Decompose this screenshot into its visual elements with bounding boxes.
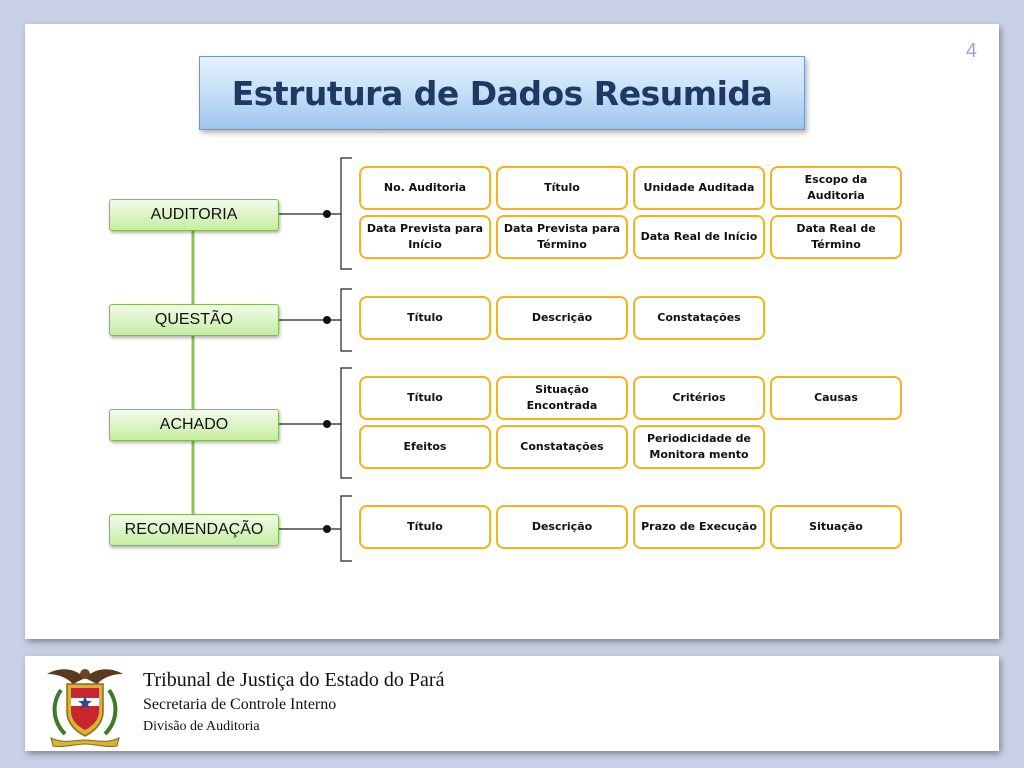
connector-dot (323, 525, 331, 533)
bracket (331, 157, 352, 270)
field-box: Descrição (496, 296, 628, 340)
connector-dot (323, 420, 331, 428)
field-box: Título (359, 505, 491, 549)
field-box: Constatações (633, 296, 765, 340)
field-box: Escopo da Auditoria (770, 166, 902, 210)
field-box: Periodicidade de Monitora mento (633, 425, 765, 469)
connector-dot (323, 316, 331, 324)
entity-auditoria: AUDITORIA (109, 199, 279, 231)
field-box: Situação Encontrada (496, 376, 628, 420)
page-number: 4 (965, 40, 977, 62)
connector-dot (323, 210, 331, 218)
title-box: Estrutura de Dados Resumida (199, 56, 805, 130)
field-box: Data Real de Início (633, 215, 765, 259)
field-box: Título (359, 296, 491, 340)
field-box: Unidade Auditada (633, 166, 765, 210)
field-box: Data Real de Término (770, 215, 902, 259)
coat-of-arms-icon (47, 669, 123, 748)
entity-achado: ACHADO (109, 409, 279, 441)
field-box: Título (359, 376, 491, 420)
field-box: Data Prevista para Início (359, 215, 491, 259)
footer: Tribunal de Justiça do Estado do Pará Se… (25, 656, 999, 751)
field-box: Prazo de Execução (633, 505, 765, 549)
footer-division: Divisão de Auditoria (143, 719, 260, 734)
field-box: Constatações (496, 425, 628, 469)
connector-lines (191, 157, 352, 562)
field-box: No. Auditoria (359, 166, 491, 210)
field-box: Descrição (496, 505, 628, 549)
field-box: Situação (770, 505, 902, 549)
slide: 4 Estrutura de Dados Resumida AUDITORIA … (25, 24, 999, 639)
field-box: Data Prevista para Término (496, 215, 628, 259)
field-box: Título (496, 166, 628, 210)
field-box: Efeitos (359, 425, 491, 469)
page-title: Estrutura de Dados Resumida (231, 73, 773, 113)
bracket (331, 495, 352, 562)
entity-questao: QUESTÃO (109, 304, 279, 336)
footer-institution: Tribunal de Justiça do Estado do Pará (143, 669, 445, 691)
footer-department: Secretaria de Controle Interno (143, 696, 337, 713)
bracket (331, 288, 352, 352)
field-box: Critérios (633, 376, 765, 420)
entity-recomendacao: RECOMENDAÇÃO (109, 514, 279, 546)
field-box: Causas (770, 376, 902, 420)
bracket (331, 367, 352, 479)
